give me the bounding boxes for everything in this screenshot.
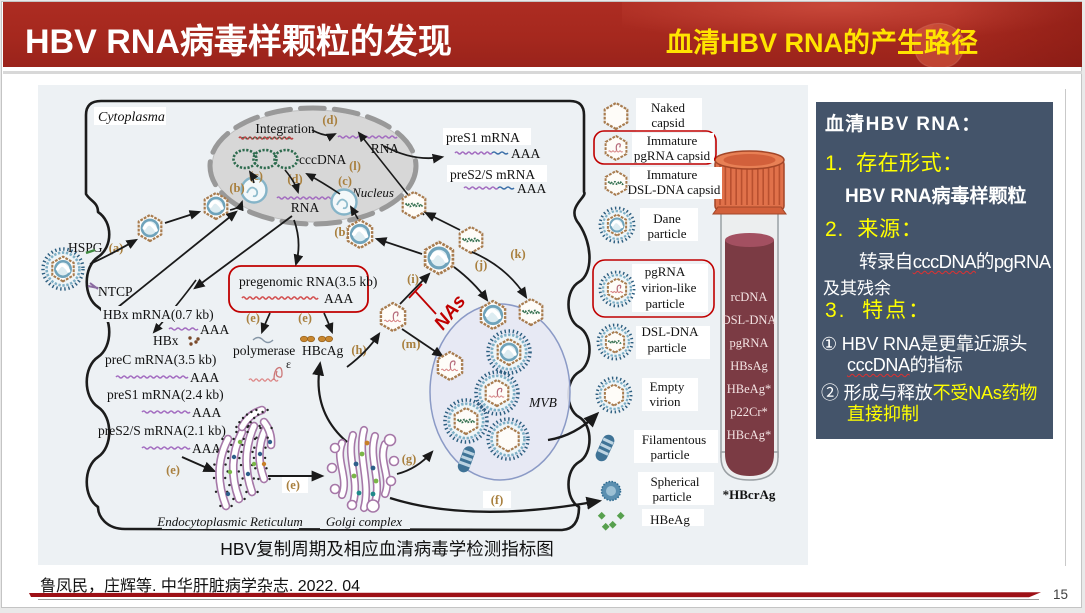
svg-text:cccDNA: cccDNA (299, 152, 346, 167)
svg-text:preC mRNA(3.5 kb): preC mRNA(3.5 kb) (105, 352, 216, 367)
svg-text:capsid: capsid (651, 115, 685, 130)
svg-text:(b): (b) (229, 181, 244, 195)
svg-text:AAA: AAA (190, 370, 219, 385)
svg-text:Immature: Immature (647, 167, 698, 182)
svg-text:MVB: MVB (528, 395, 557, 410)
svg-text:(l): (l) (349, 159, 361, 173)
svg-text:(h): (h) (351, 343, 366, 357)
svg-text:pgRNA: pgRNA (730, 336, 769, 350)
svg-text:particle: particle (646, 296, 685, 311)
svg-text:preS2/S mRNA(2.1 kb): preS2/S mRNA(2.1 kb) (98, 423, 226, 438)
svg-text:(e): (e) (246, 311, 260, 325)
svg-text:(j): (j) (475, 258, 488, 272)
svg-text:Immature: Immature (647, 133, 698, 148)
svg-text:DSL-DNA: DSL-DNA (722, 313, 777, 327)
svg-text:(m): (m) (402, 337, 421, 351)
svg-text:(g): (g) (402, 452, 417, 466)
svg-text:AAA: AAA (192, 441, 221, 456)
svg-text:virion: virion (649, 394, 681, 409)
svg-text:HSPG: HSPG (68, 240, 103, 255)
svg-text:(d): (d) (287, 172, 302, 186)
svg-text:AAA: AAA (517, 181, 546, 196)
svg-text:AAA: AAA (192, 405, 221, 420)
svg-text:Naked: Naked (651, 100, 685, 115)
svg-text:(b): (b) (334, 225, 349, 239)
svg-text:(i): (i) (407, 272, 419, 286)
svg-text:rcDNA: rcDNA (731, 290, 768, 304)
svg-text:*HBcrAg: *HBcrAg (723, 487, 776, 502)
svg-text:DSL-DNA capsid: DSL-DNA capsid (628, 182, 721, 197)
svg-text:Golgi complex: Golgi complex (326, 514, 402, 529)
svg-text:preS2/S mRNA: preS2/S mRNA (450, 167, 535, 182)
svg-text:particle: particle (651, 447, 690, 462)
svg-text:HBcAg: HBcAg (302, 343, 343, 358)
svg-text:(f): (f) (491, 493, 504, 507)
svg-text:pregenomic RNA(3.5 kb): pregenomic RNA(3.5 kb) (239, 274, 377, 289)
svg-text:Cytoplasma: Cytoplasma (98, 110, 165, 125)
svg-text:ε: ε (286, 357, 291, 371)
svg-text:HBeAg: HBeAg (650, 512, 690, 527)
svg-text:RNA: RNA (371, 141, 400, 156)
svg-text:RNA: RNA (291, 200, 320, 215)
svg-text:DSL-DNA: DSL-DNA (641, 324, 699, 339)
svg-text:HBcAg*: HBcAg* (727, 428, 771, 442)
svg-text:HBx mRNA(0.7 kb): HBx mRNA(0.7 kb) (103, 307, 214, 322)
svg-text:HBeAg*: HBeAg* (727, 382, 771, 396)
svg-text:particle: particle (648, 340, 687, 355)
svg-text:HBV复制周期及相应血清病毒学检测指标图: HBV复制周期及相应血清病毒学检测指标图 (220, 539, 553, 559)
svg-text:HBx: HBx (153, 333, 179, 348)
svg-text:preS1 mRNA: preS1 mRNA (446, 130, 520, 145)
svg-text:Dane: Dane (653, 211, 681, 226)
svg-text:Integration: Integration (255, 121, 314, 136)
svg-text:Spherical: Spherical (650, 474, 699, 489)
svg-text:Filamentous: Filamentous (642, 432, 706, 447)
svg-text:particle: particle (653, 489, 692, 504)
svg-text:(c): (c) (338, 174, 352, 188)
svg-text:NTCP: NTCP (98, 284, 133, 299)
svg-text:Nucleus: Nucleus (351, 185, 394, 200)
svg-text:pgRNA: pgRNA (645, 264, 686, 279)
svg-text:(d): (d) (322, 113, 337, 127)
svg-text:(e): (e) (286, 478, 300, 492)
svg-text:pgRNA capsid: pgRNA capsid (634, 148, 711, 163)
svg-text:Empty: Empty (650, 379, 685, 394)
svg-text:(k): (k) (510, 247, 525, 261)
svg-text:AAA: AAA (324, 291, 353, 306)
svg-text:(e): (e) (166, 463, 180, 477)
svg-text:virion-like: virion-like (642, 280, 697, 295)
svg-text:(e): (e) (298, 311, 312, 325)
svg-text:p22Cr*: p22Cr* (730, 405, 768, 419)
svg-text:AAA: AAA (511, 146, 540, 161)
svg-text:preS1 mRNA(2.4 kb): preS1 mRNA(2.4 kb) (107, 387, 224, 402)
svg-text:polymerase: polymerase (233, 343, 295, 358)
svg-text:Endocytoplasmic Reticulum: Endocytoplasmic Reticulum (156, 514, 303, 529)
svg-text:particle: particle (648, 226, 687, 241)
svg-text:AAA: AAA (200, 322, 229, 337)
svg-text:(a): (a) (109, 241, 124, 255)
svg-text:HBsAg: HBsAg (730, 359, 768, 373)
